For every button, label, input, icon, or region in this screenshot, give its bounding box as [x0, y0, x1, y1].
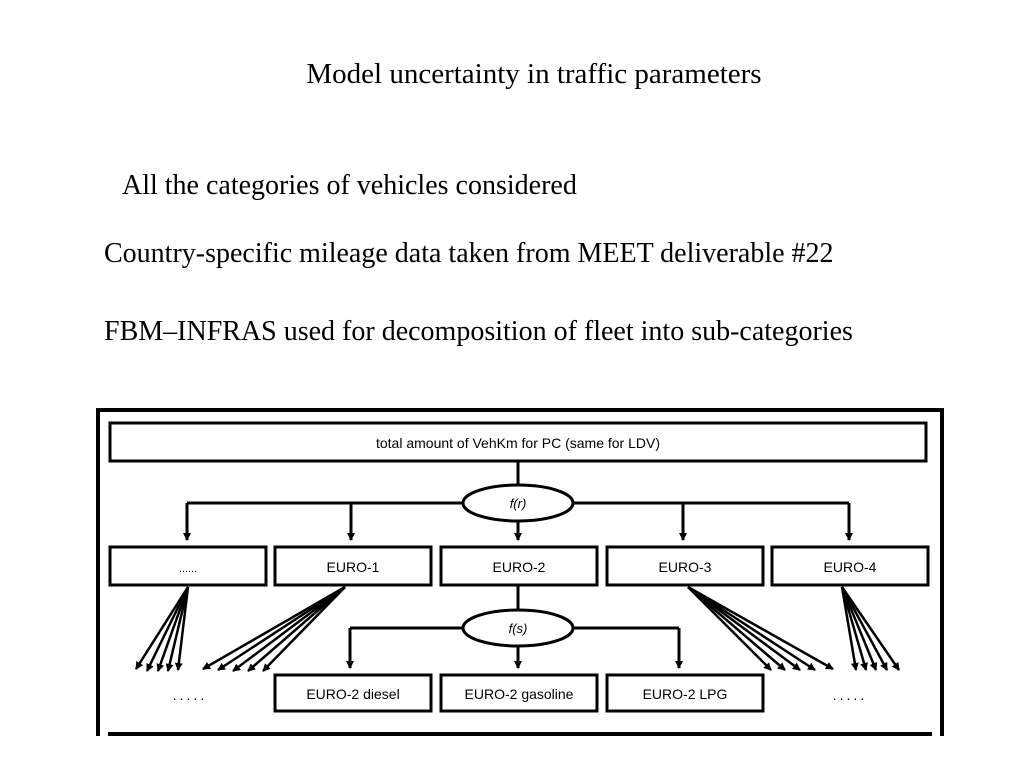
euro-class-box-2 — [439, 545, 599, 587]
euro-class-label-4: EURO-4 — [824, 559, 877, 575]
euro-class-box-3 — [605, 545, 765, 587]
euro-class-box-4 — [770, 545, 930, 587]
bullet-vehicle-categories: All the categories of vehicles considere… — [122, 170, 577, 201]
total-vehkm-label: total amount of VehKm for PC (same for L… — [376, 435, 660, 451]
fan-arrows-euro-4 — [840, 586, 901, 671]
euro-class-label-3: EURO-3 — [659, 559, 712, 575]
fuel-label-gasoline: EURO-2 gasoline — [465, 686, 574, 702]
split-function-s-label: f(s) — [509, 621, 528, 636]
fuel-label-diesel: EURO-2 diesel — [306, 686, 399, 702]
fan-arrows-euro-1 — [202, 585, 346, 672]
fuel-box-gasoline — [439, 673, 599, 713]
fuel-subcategory-row: EURO-2 diesel EURO-2 gasoline EURO-2 LPG — [273, 673, 765, 713]
euro-class-label-0: ...... — [179, 563, 197, 575]
split-function-r — [461, 483, 575, 523]
euro-class-box-1 — [273, 545, 433, 587]
bullet-fleet-decomposition: FBM–INFRAS used for decomposition of fle… — [104, 316, 853, 347]
euro-class-row: ...... EURO-1 EURO-2 EURO-3 EURO-4 — [108, 545, 930, 587]
fuel-label-lpg: EURO-2 LPG — [643, 686, 728, 702]
fuel-box-lpg — [605, 673, 765, 713]
euro-class-box-0 — [108, 545, 268, 587]
split-function-s — [461, 608, 575, 648]
diagram-frame — [96, 408, 944, 736]
bullet-mileage-data: Country-specific mileage data taken from… — [104, 238, 834, 269]
fuel-box-diesel — [273, 673, 433, 713]
euro-class-label-2: EURO-2 — [493, 559, 546, 575]
slide-title: Model uncertainty in traffic parameters — [306, 58, 762, 90]
fan-arrows-euro-3 — [687, 585, 834, 672]
euro-class-label-1: EURO-1 — [327, 559, 380, 575]
split-function-r-label: f(r) — [510, 496, 527, 511]
ellipsis-right: ..... — [833, 687, 867, 703]
ellipsis-left: ..... — [173, 687, 207, 703]
fan-arrows-euro-0 — [134, 586, 190, 672]
